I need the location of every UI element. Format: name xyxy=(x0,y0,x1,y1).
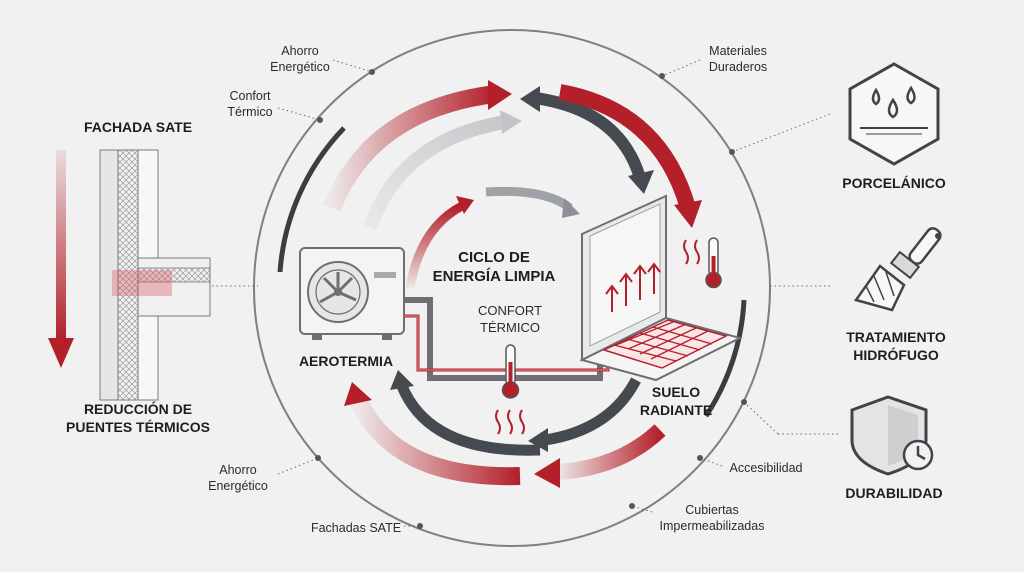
arrow-bottom-left-red-head xyxy=(344,382,372,406)
label-accesibilidad: Accesibilidad xyxy=(730,461,803,475)
reduccion-caption-line1: REDUCCIÓN DE xyxy=(84,400,192,417)
fachada-sate-title: FACHADA SATE xyxy=(84,119,192,135)
label-ahorro-bottom-2: Energético xyxy=(208,479,268,493)
arrow-top-red xyxy=(323,85,497,212)
arrow-bottom-right-red-head xyxy=(534,458,560,488)
inner-ring-arc-left xyxy=(277,126,346,273)
arrow-bottom-dark-head xyxy=(390,370,414,390)
arrow-inner-grey-head xyxy=(562,198,580,218)
durabilidad-label: DURABILIDAD xyxy=(845,485,942,501)
arrow-dark-double-head-left xyxy=(520,86,540,112)
label-confort-1: Confort xyxy=(230,89,272,103)
inner-ring-arc-right xyxy=(703,299,747,418)
arrow-bottom-dark xyxy=(396,383,541,456)
label-fachadas-sate: Fachadas SATE xyxy=(311,521,401,535)
label-materiales-2: Duraderos xyxy=(709,60,767,74)
arrow-dark-double xyxy=(534,92,646,180)
sate-facade-illustration xyxy=(48,149,211,401)
thermometer-icon xyxy=(705,237,722,289)
label-confort-2: Térmico xyxy=(227,105,272,119)
tratamiento-label-line1: TRATAMIENTO xyxy=(846,329,946,345)
down-arrow-head xyxy=(48,338,74,368)
shield-clock-icon xyxy=(850,395,934,476)
arrow-bottom-right-dark xyxy=(544,377,641,446)
leader-porcelanico xyxy=(731,113,831,153)
label-ahorro-bottom-1: Ahorro xyxy=(219,463,257,477)
thermometer-icon xyxy=(501,344,520,399)
label-cubiertas-1: Cubiertas xyxy=(685,503,739,517)
suelo-label-line2: RADIANTE xyxy=(640,402,712,418)
radiant-floor-illustration xyxy=(579,194,743,382)
arrow-inner-grey xyxy=(485,186,573,212)
arrow-right-red-head xyxy=(674,200,702,228)
arrow-dark-double-head-right xyxy=(628,170,654,194)
water-drops-icon xyxy=(848,62,940,166)
heat-waves-icon xyxy=(495,409,525,435)
arrow-bottom-right-dark-head xyxy=(528,428,548,452)
confort-center-line2: TÉRMICO xyxy=(480,320,540,335)
heat-waves-icon xyxy=(683,239,700,265)
arrow-top-grey xyxy=(363,115,507,231)
outer-ring xyxy=(253,29,771,547)
tratamiento-label-line2: HIDRÓFUGO xyxy=(853,346,939,363)
arrow-inner-red-head xyxy=(456,196,474,214)
arrow-inner-red xyxy=(405,202,465,289)
leader-durabilidad xyxy=(743,401,779,435)
label-materiales-1: Materiales xyxy=(709,44,767,58)
arrow-bottom-right-red xyxy=(557,424,666,480)
label-cubiertas-2: Impermeabilizadas xyxy=(660,519,765,533)
label-ahorro-top-1: Ahorro xyxy=(281,44,319,58)
confort-center-line1: CONFORT xyxy=(478,303,542,318)
down-arrow-shaft xyxy=(56,150,66,340)
label-ahorro-top-2: Energético xyxy=(270,60,330,74)
arrow-top-grey-head xyxy=(500,110,522,134)
ciclo-title-line2: ENERGÍA LIMPIA xyxy=(433,268,556,285)
ciclo-title-line1: CICLO DE xyxy=(458,249,530,266)
arrow-right-red xyxy=(558,84,696,211)
porcelanico-label: PORCELÁNICO xyxy=(842,175,946,191)
arrow-bottom-left-red xyxy=(349,396,521,486)
aerotermia-label: AEROTERMIA xyxy=(299,353,393,369)
paint-brush-icon xyxy=(853,227,942,312)
arrow-top-red-head xyxy=(488,80,512,110)
suelo-label-line1: SUELO xyxy=(652,384,700,400)
heat-pump-icon xyxy=(299,247,405,340)
reduccion-caption-line2: PUENTES TÉRMICOS xyxy=(66,419,210,435)
